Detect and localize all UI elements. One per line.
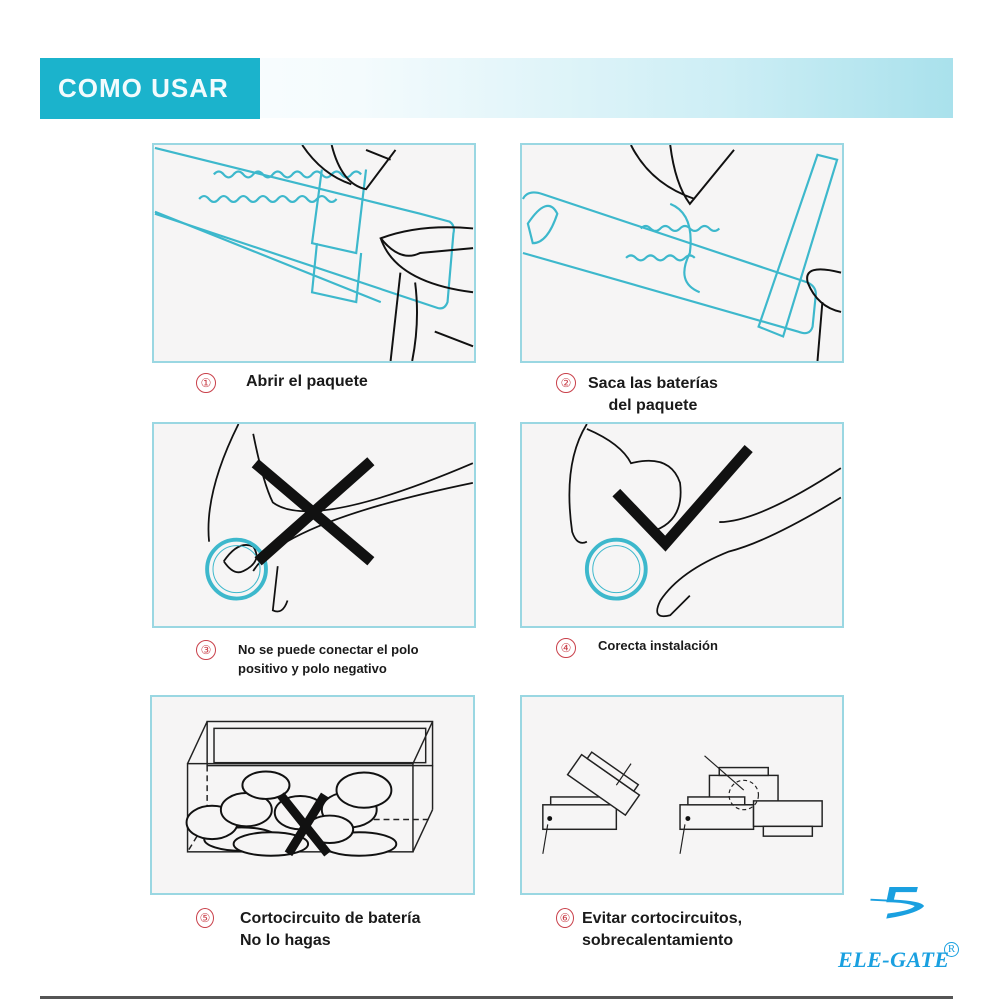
check-mark-icon (612, 444, 753, 552)
remove-batteries-illustration (522, 145, 842, 361)
step-5-caption: ⑤ Cortocircuito de batería No lo hagas (196, 908, 420, 952)
brand-name: ELE-GATE (838, 947, 950, 972)
step-3-text: No se puede conectar el polo positivo y … (238, 642, 419, 676)
brand-logo: ELE-GATE R (838, 882, 963, 977)
step-2-illustration (520, 143, 844, 363)
step-6-text: Evitar cortocircuitos, sobrecalentamient… (582, 910, 743, 949)
registered-mark: R (944, 942, 959, 957)
step-4-caption: ④ Corecta instalación (556, 638, 718, 658)
step-number-4: ④ (556, 638, 576, 658)
step-number-3: ③ (196, 640, 216, 660)
correct-grip-illustration (568, 424, 842, 618)
stacked-batteries-illustration (542, 751, 823, 854)
step-1-illustration (152, 143, 476, 363)
x-mark-icon (251, 457, 375, 566)
wrong-grip-illustration (205, 424, 474, 613)
footer-divider (40, 996, 953, 999)
x-mark-icon (277, 792, 332, 857)
step-3-caption: ③ No se puede conectar el polo positivo … (196, 640, 419, 678)
step-2-caption: ② Saca las baterías del paquete (556, 373, 718, 417)
open-package-illustration (154, 145, 474, 361)
step-5-text: Cortocircuito de batería No lo hagas (240, 910, 421, 949)
ele-gate-logo-icon (870, 887, 925, 919)
step-3-illustration (152, 422, 476, 628)
step-4-text: Corecta instalación (598, 638, 718, 653)
step-1-caption: ① Abrir el paquete (196, 373, 368, 393)
step-6-caption: ⑥ Evitar cortocircuitos, sobrecalentamie… (556, 908, 742, 952)
step-1-text: Abrir el paquete (246, 373, 368, 390)
step-number-5: ⑤ (196, 908, 214, 928)
step-number-2: ② (556, 373, 576, 393)
step-number-6: ⑥ (556, 908, 574, 928)
page-title: COMO USAR (40, 58, 260, 119)
batteries-in-box-illustration (185, 720, 434, 857)
step-2-text: Saca las baterías del paquete (588, 375, 718, 414)
step-4-illustration (520, 422, 844, 628)
step-6-illustration (520, 695, 844, 895)
step-5-illustration (150, 695, 475, 895)
step-number-1: ① (196, 373, 216, 393)
